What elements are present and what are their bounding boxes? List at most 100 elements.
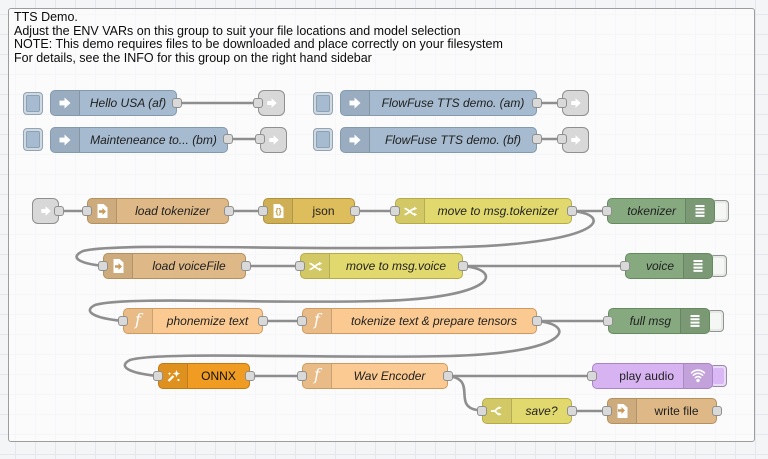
node-load-voicefile[interactable]: load voiceFile xyxy=(103,253,246,279)
node-inject-flowfuse-bf[interactable]: FlowFuse TTS demo. (bf) xyxy=(340,127,537,153)
node-save-switch[interactable]: save? xyxy=(482,398,572,424)
shuffle-icon xyxy=(396,199,425,223)
node-play-audio[interactable]: play audio xyxy=(592,363,713,389)
input-port[interactable] xyxy=(603,316,613,326)
node-label: json xyxy=(312,204,335,218)
inject-arrow-icon xyxy=(51,91,80,115)
node-label: FlowFuse TTS demo. (bf) xyxy=(384,133,522,147)
output-port[interactable] xyxy=(350,206,360,216)
node-load-tokenizer[interactable]: load tokenizer xyxy=(87,198,229,224)
node-label: Hello USA (af) xyxy=(89,96,167,110)
function-f-icon: f xyxy=(303,309,332,333)
sound-waves-icon xyxy=(683,364,712,388)
node-label: write file xyxy=(654,404,699,418)
node-debug-tokenizer[interactable]: tokenizer xyxy=(607,198,715,224)
inject-button[interactable] xyxy=(23,128,43,151)
node-inject-maintenance[interactable]: Mainteneance to... (bm) xyxy=(50,127,228,153)
inject-button[interactable] xyxy=(313,92,333,115)
input-port[interactable] xyxy=(118,316,128,326)
input-port[interactable] xyxy=(620,261,630,271)
input-port[interactable] xyxy=(82,206,92,216)
input-port[interactable] xyxy=(390,206,400,216)
branch-icon xyxy=(483,399,512,423)
input-port[interactable] xyxy=(602,406,612,416)
input-port[interactable] xyxy=(98,261,108,271)
input-port[interactable] xyxy=(297,371,307,381)
output-port[interactable] xyxy=(712,406,722,416)
link-arrow-icon xyxy=(266,98,277,108)
node-inject-flowfuse-am[interactable]: FlowFuse TTS demo. (am) xyxy=(340,90,537,116)
input-port[interactable] xyxy=(258,206,268,216)
output-port[interactable] xyxy=(532,316,542,326)
node-label: voice xyxy=(645,259,674,273)
file-read-icon xyxy=(104,254,133,278)
magic-wand-icon xyxy=(159,364,188,388)
node-move-to-msg-tokenizer[interactable]: move to msg.tokenizer xyxy=(395,198,572,224)
output-port[interactable] xyxy=(532,134,542,144)
inject-arrow-icon xyxy=(341,91,370,115)
node-label: load tokenizer xyxy=(135,204,210,218)
output-port[interactable] xyxy=(258,316,268,326)
output-port[interactable] xyxy=(172,98,182,108)
inject-button[interactable] xyxy=(23,92,43,115)
node-link-in[interactable] xyxy=(32,198,59,224)
link-arrow-icon xyxy=(570,135,581,145)
svg-text:{}: {} xyxy=(275,207,281,216)
json-braces-icon: {} xyxy=(264,199,293,223)
output-port[interactable] xyxy=(223,134,233,144)
node-tokenize-text[interactable]: f tokenize text & prepare tensors xyxy=(302,308,537,334)
node-onnx[interactable]: ONNX xyxy=(158,363,250,389)
input-port[interactable] xyxy=(587,371,597,381)
debug-list-icon xyxy=(680,309,709,333)
output-port[interactable] xyxy=(54,206,64,216)
node-debug-voice[interactable]: voice xyxy=(625,253,713,279)
debug-list-icon xyxy=(685,199,714,223)
node-write-file[interactable]: write file xyxy=(607,398,717,424)
output-port[interactable] xyxy=(567,206,577,216)
node-label: FlowFuse TTS demo. (am) xyxy=(381,96,525,110)
node-phonemize-text[interactable]: f phonemize text xyxy=(123,308,263,334)
node-debug-full-msg[interactable]: full msg xyxy=(608,308,710,334)
output-port[interactable] xyxy=(567,406,577,416)
node-label: save? xyxy=(525,404,558,418)
wire[interactable] xyxy=(446,374,484,413)
inject-button[interactable] xyxy=(313,128,333,151)
input-port[interactable] xyxy=(602,206,612,216)
node-label: tokenizer xyxy=(627,204,676,218)
comment-line: TTS Demo. xyxy=(14,10,78,24)
node-wav-encoder[interactable]: f Wav Encoder xyxy=(302,363,448,389)
wire[interactable] xyxy=(88,264,488,323)
output-port[interactable] xyxy=(245,371,255,381)
node-label: play audio xyxy=(619,369,674,383)
link-arrow-icon xyxy=(268,135,279,145)
input-port[interactable] xyxy=(477,406,487,416)
node-label: load voiceFile xyxy=(152,259,226,273)
comment-line: Adjust the ENV VARs on this group to sui… xyxy=(14,23,461,38)
input-port[interactable] xyxy=(153,371,163,381)
input-port[interactable] xyxy=(295,261,305,271)
link-arrow-icon xyxy=(40,206,51,216)
node-move-to-msg-voice[interactable]: move to msg.voice xyxy=(300,253,463,279)
wire[interactable] xyxy=(123,319,561,378)
link-arrow-icon xyxy=(570,98,581,108)
output-port[interactable] xyxy=(458,261,468,271)
audio-toggle-button[interactable] xyxy=(710,365,727,387)
node-inject-hello[interactable]: Hello USA (af) xyxy=(50,90,177,116)
output-port[interactable] xyxy=(443,371,453,381)
output-port[interactable] xyxy=(532,98,542,108)
node-label: full msg xyxy=(629,314,671,328)
input-port[interactable] xyxy=(557,134,567,144)
input-port[interactable] xyxy=(255,134,265,144)
comment-line: NOTE: This demo requires files to be dow… xyxy=(14,37,503,52)
wire[interactable] xyxy=(75,209,595,268)
node-label: move to msg.tokenizer xyxy=(437,204,559,218)
input-port[interactable] xyxy=(253,98,263,108)
inject-arrow-icon xyxy=(51,128,80,152)
input-port[interactable] xyxy=(297,316,307,326)
node-json[interactable]: {} json xyxy=(263,198,355,224)
output-port[interactable] xyxy=(224,206,234,216)
output-port[interactable] xyxy=(241,261,251,271)
input-port[interactable] xyxy=(557,98,567,108)
